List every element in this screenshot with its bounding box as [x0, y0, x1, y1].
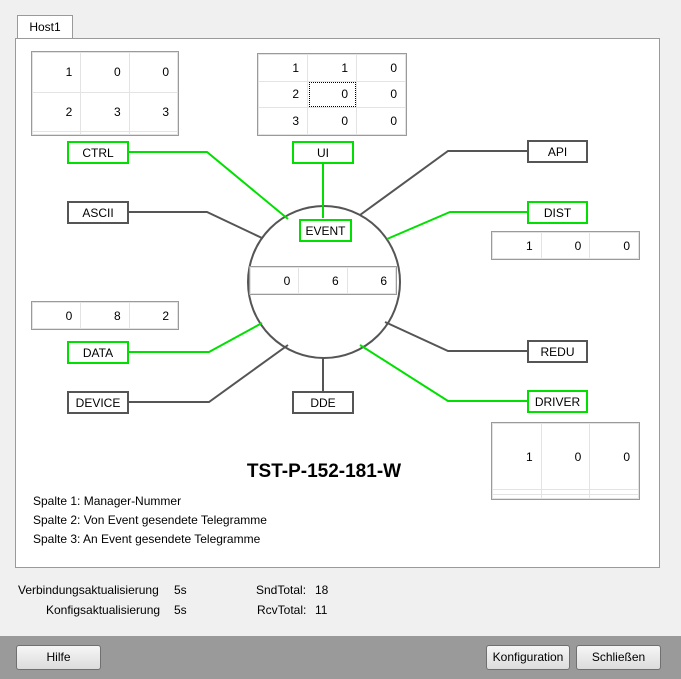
- close-button[interactable]: Schließen: [576, 645, 661, 670]
- table-cell[interactable]: [31, 131, 82, 135]
- node-redu[interactable]: REDU: [527, 340, 588, 363]
- legend-line: Spalte 3: An Event gesendete Telegramme: [33, 532, 261, 546]
- node-ascii[interactable]: ASCII: [67, 201, 129, 224]
- rcv-total-label: RcvTotal:: [257, 603, 307, 617]
- node-dde[interactable]: DDE: [292, 391, 354, 414]
- redu-link: [384, 321, 527, 352]
- table-cell[interactable]: 1: [492, 422, 542, 491]
- table-cell[interactable]: 0: [128, 52, 179, 93]
- table-cell[interactable]: 0: [31, 302, 82, 329]
- table-cell[interactable]: [80, 131, 130, 135]
- table-cell[interactable]: 0: [540, 422, 591, 491]
- table-cell[interactable]: [540, 493, 591, 500]
- rcv-total-value: 11: [315, 603, 328, 617]
- table-cell[interactable]: 1: [307, 54, 357, 82]
- node-event[interactable]: EVENT: [299, 219, 352, 242]
- table-cell[interactable]: [128, 131, 179, 135]
- ascii-link: [128, 211, 263, 239]
- conn-update-value: 5s: [174, 583, 187, 597]
- node-driver[interactable]: DRIVER: [527, 390, 588, 413]
- table-cell[interactable]: 3: [258, 107, 308, 135]
- node-device[interactable]: DEVICE: [67, 391, 129, 414]
- table-cell[interactable]: 6: [346, 267, 397, 294]
- legend-line: Spalte 1: Manager-Nummer: [33, 494, 182, 508]
- table-cell[interactable]: 1: [492, 232, 542, 259]
- help-button[interactable]: Hilfe: [16, 645, 101, 670]
- table-cell[interactable]: 0: [540, 232, 591, 259]
- node-ui[interactable]: UI: [292, 141, 354, 164]
- table-cell[interactable]: 3: [128, 91, 179, 133]
- table-cell[interactable]: 2: [258, 80, 308, 109]
- node-data[interactable]: DATA: [67, 341, 129, 364]
- conn-update-label: Verbindungsaktualisierung: [18, 583, 159, 597]
- api-link: [359, 150, 527, 216]
- table-cell[interactable]: 3: [80, 91, 130, 133]
- table-cell[interactable]: 0: [589, 232, 639, 259]
- dist-link: [386, 211, 528, 240]
- table-cell[interactable]: 2: [128, 302, 179, 329]
- table-cell[interactable]: 1: [258, 54, 308, 82]
- node-api[interactable]: API: [527, 140, 588, 163]
- table-cell[interactable]: 0: [356, 80, 406, 109]
- table-cell[interactable]: 0: [249, 267, 300, 294]
- table-cell[interactable]: 0: [356, 54, 406, 82]
- device-link: [128, 344, 289, 403]
- data-link: [128, 322, 263, 353]
- table-cell[interactable]: [492, 493, 542, 500]
- legend-line: Spalte 2: Von Event gesendete Telegramme: [33, 513, 267, 527]
- node-dist[interactable]: DIST: [527, 201, 588, 224]
- table-cell[interactable]: 6: [298, 267, 348, 294]
- conf-update-value: 5s: [174, 603, 187, 617]
- table-cell[interactable]: 0: [356, 107, 406, 135]
- tab-host1[interactable]: Host1: [17, 15, 73, 38]
- configuration-button[interactable]: Konfiguration: [486, 645, 570, 670]
- conf-update-label: Konfigsaktualisierung: [46, 603, 161, 617]
- ctrl-link: [128, 151, 289, 220]
- snd-total-label: SndTotal:: [256, 583, 307, 597]
- table-cell[interactable]: 8: [80, 302, 130, 329]
- table-cell[interactable]: 1: [31, 52, 82, 93]
- driver-link: [359, 344, 528, 402]
- node-ctrl[interactable]: CTRL: [67, 141, 129, 164]
- host-title: TST-P-152-181-W: [246, 461, 402, 482]
- table-cell[interactable]: 0: [80, 52, 130, 93]
- table-cell-selected[interactable]: 0: [307, 80, 357, 109]
- table-cell[interactable]: [589, 493, 639, 500]
- table-cell[interactable]: 2: [31, 91, 82, 133]
- table-cell[interactable]: 0: [307, 107, 357, 135]
- snd-total-value: 18: [315, 583, 329, 597]
